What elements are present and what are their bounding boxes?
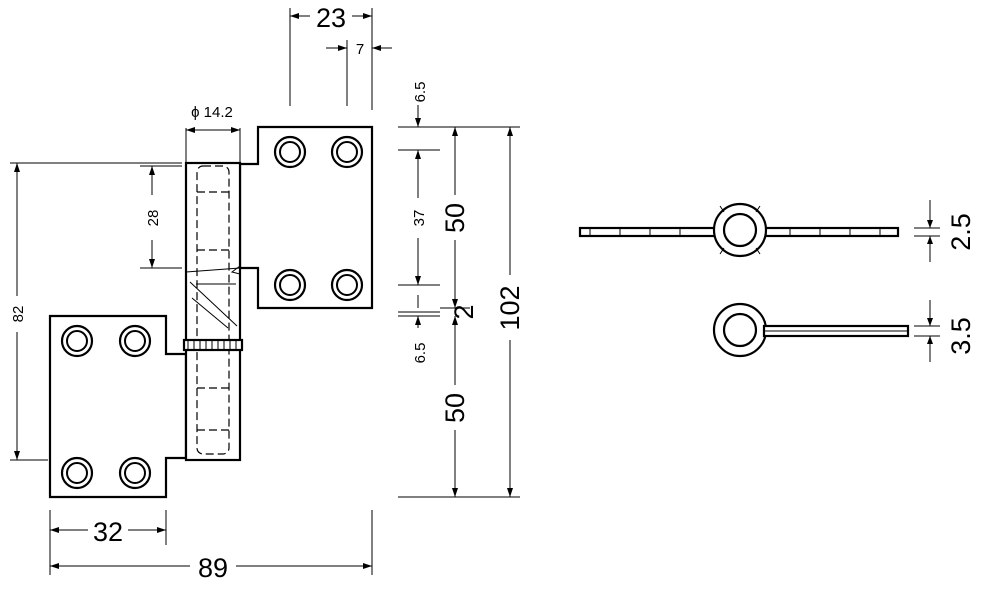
lower-leaf: [48, 314, 188, 499]
dimension-102: 102: [470, 126, 525, 498]
lower-leaf-holes: [60, 324, 152, 490]
dim-label-82: 82: [10, 306, 27, 323]
dimension-phi: ϕ 14.2: [185, 104, 241, 163]
upper-leaf: [238, 125, 374, 310]
dim-label-23: 23: [316, 3, 346, 33]
dimension-23: 23: [289, 3, 373, 110]
dimension-6-5-mid: 6.5: [398, 315, 440, 364]
dim-label-6-5-top: 6.5: [412, 82, 429, 103]
dimension-28: 28: [140, 165, 182, 269]
dim-label-37: 37: [411, 210, 428, 227]
dim-label-7: 7: [356, 41, 364, 58]
dimension-2-5: 2.5: [914, 200, 976, 262]
dim-label-28: 28: [145, 210, 162, 227]
dim-label-6-5-mid: 6.5: [412, 343, 429, 364]
dimension-7: 7: [326, 40, 392, 106]
upper-leaf-holes: [273, 135, 364, 302]
dim-label-2: 2: [449, 304, 479, 319]
dimension-2: 2: [398, 295, 479, 328]
dim-label-89: 89: [198, 553, 228, 583]
dimension-50-bottom: 50: [398, 316, 470, 498]
dim-label-50-top: 50: [440, 203, 470, 233]
dim-label-102: 102: [495, 285, 525, 330]
dim-label-32: 32: [93, 517, 123, 547]
dim-label-2-5: 2.5: [946, 213, 976, 251]
side-view-upper: [578, 202, 900, 258]
dim-label-phi: ϕ 14.2: [191, 104, 233, 121]
side-view-lower: [712, 302, 910, 358]
dim-label-50-bottom: 50: [440, 393, 470, 423]
hinge-knuckle: [182, 161, 244, 462]
dimension-32: 32: [49, 510, 167, 575]
dimension-3-5: 3.5: [914, 300, 976, 362]
dimension-82: 82: [10, 162, 182, 461]
dimension-50-top: 50: [440, 126, 470, 309]
dimension-37: 37: [398, 149, 440, 286]
dimension-6-5-top: 6.5: [398, 82, 440, 128]
dimension-89: 89: [50, 510, 373, 583]
dim-label-3-5: 3.5: [946, 317, 976, 355]
